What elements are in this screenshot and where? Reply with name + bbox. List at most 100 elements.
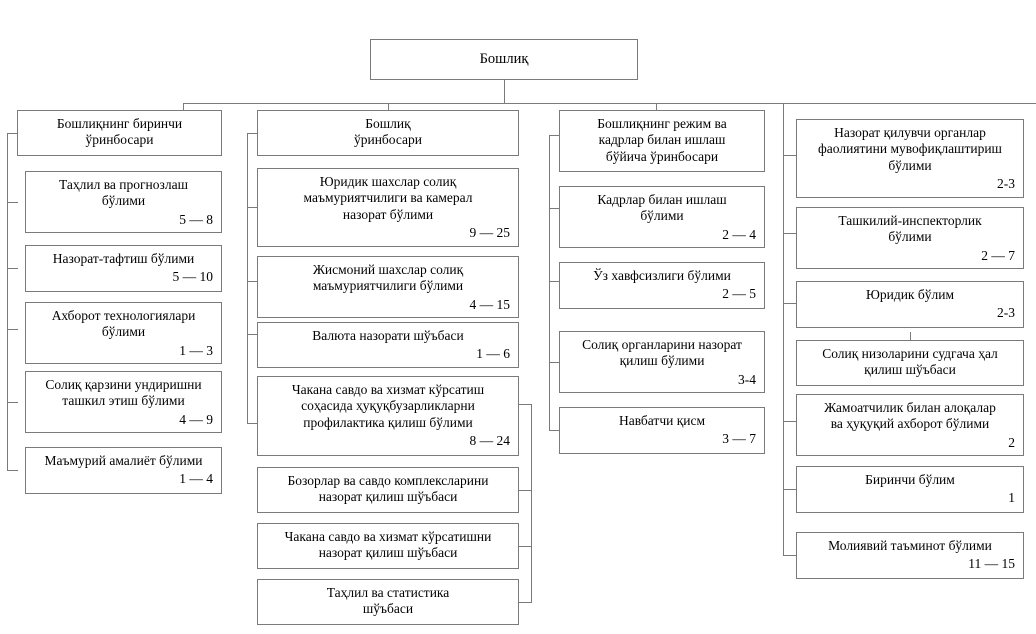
node-col2-item-6[interactable]: Таҳлил ва статистика шўъбаси — [257, 579, 519, 625]
node-col1-item-1[interactable]: Назорат-тафтиш бўлими 5 — 10 — [25, 245, 222, 292]
spine-column-3 — [549, 135, 550, 430]
node-code: 3 — 7 — [722, 431, 756, 447]
node-col3-item-3[interactable]: Навбатчи қисм 3 — 7 — [559, 407, 765, 454]
spine-tick-c1-0 — [7, 133, 18, 134]
node-code: 2 — 5 — [722, 286, 756, 302]
node-label: Бошлиқ ўринбосари — [353, 116, 423, 148]
node-label: Юридик шахслар солиқ маъмуриятчилиги ва … — [303, 174, 473, 222]
node-col4-item-6[interactable]: Молиявий таъминот бўлими 11 — 15 — [796, 532, 1024, 579]
node-col3-item-1[interactable]: Ўз хавфсизлиги бўлими 2 — 5 — [559, 262, 765, 309]
node-col4-item-0[interactable]: Назорат қилувчи органлар фаолиятини муво… — [796, 119, 1024, 198]
node-label: Таҳлил ва статистика шўъбаси — [326, 585, 450, 617]
node-code: 1 — 4 — [179, 471, 213, 487]
spine-tick-c1-4 — [7, 402, 18, 403]
node-label: Бошлиқнинг биринчи ўринбосари — [56, 116, 183, 148]
node-col4-item-1[interactable]: Ташкилий-инспекторлик бўлими 2 — 7 — [796, 207, 1024, 269]
node-label: Бошлиқнинг режим ва кадрлар билан ишлаш … — [597, 116, 727, 164]
node-code: 2 — 7 — [981, 247, 1015, 263]
node-col2-item-3[interactable]: Чакана савдо ва хизмат кўрсатиш соҳасида… — [257, 376, 519, 456]
node-root-label: Бошлиқ — [479, 51, 529, 67]
spine-tick-c2r-3 — [519, 602, 532, 603]
node-code: 4 — 9 — [179, 411, 213, 427]
connector-drop-col2 — [388, 103, 389, 112]
spine-tick-c2-4 — [247, 423, 258, 424]
spine-tick-c3-3 — [549, 362, 560, 363]
connector-drop-col1 — [183, 103, 184, 112]
node-col1-head[interactable]: Бошлиқнинг биринчи ўринбосари — [17, 110, 222, 156]
node-label: Кадрлар билан ишлаш бўлими — [597, 192, 727, 224]
node-code: 1 — 6 — [476, 346, 510, 362]
spine-tick-c2-0 — [247, 133, 258, 134]
node-col2-item-2[interactable]: Валюта назорати шўъбаси 1 — 6 — [257, 322, 519, 368]
node-col4-item-2[interactable]: Юридик бўлим 2-3 — [796, 281, 1024, 328]
spine-tick-c2r-1 — [519, 490, 532, 491]
node-col1-item-0[interactable]: Таҳлил ва прогнозлаш бўлими 5 — 8 — [25, 171, 222, 233]
node-label: Юридик бўлим — [865, 287, 954, 302]
node-col2-item-1[interactable]: Жисмоний шахслар солиқ маъмуриятчилиги б… — [257, 256, 519, 318]
node-label: Биринчи бўлим — [865, 472, 955, 487]
node-col1-item-3[interactable]: Солиқ қарзини ундиришни ташкил этиш бўли… — [25, 371, 222, 433]
spine-column-2 — [247, 133, 248, 423]
node-label: Солиқ органларини назорат қилиш бўлими — [582, 337, 742, 369]
spine-tick-c3-0 — [549, 135, 560, 136]
node-label: Назорат-тафтиш бўлими — [52, 251, 195, 266]
node-code: 2 — 4 — [722, 226, 756, 242]
node-code: 3-4 — [738, 371, 756, 387]
node-col1-item-2[interactable]: Ахборот технологиялари бўлими 1 — 3 — [25, 302, 222, 364]
node-label: Назорат қилувчи органлар фаолиятини муво… — [818, 125, 1002, 173]
node-col2-head[interactable]: Бошлиқ ўринбосари — [257, 110, 519, 156]
node-label: Таҳлил ва прогнозлаш бўлими — [59, 177, 188, 209]
spine-tick-c1-1 — [7, 202, 18, 203]
node-label: Жисмоний шахслар солиқ маъмуриятчилиги б… — [312, 262, 464, 294]
node-col2-item-0[interactable]: Юридик шахслар солиқ маъмуриятчилиги ва … — [257, 168, 519, 247]
node-label: Валюта назорати шўъбаси — [312, 328, 464, 343]
node-col4-item-4[interactable]: Жамоатчилик билан алоқалар ва ҳуқуқий ах… — [796, 394, 1024, 456]
node-label: Ташкилий-инспекторлик бўлими — [838, 213, 982, 245]
node-code: 11 — 15 — [968, 556, 1015, 572]
spine-tick-c3-4 — [549, 430, 560, 431]
spine-tick-c4-3 — [783, 421, 797, 422]
spine-tick-c2-1 — [247, 207, 258, 208]
connector-top-bus-main — [183, 103, 1036, 104]
node-col3-item-2[interactable]: Солиқ органларини назорат қилиш бўлими 3… — [559, 331, 765, 393]
node-label: Чакана савдо ва хизмат кўрсатиш соҳасида… — [291, 382, 485, 430]
node-col4-item-3[interactable]: Солиқ низоларини судгача ҳал қилиш шўъба… — [796, 340, 1024, 386]
node-label: Маъмурий амалиёт бўлими — [44, 453, 203, 468]
node-col3-head[interactable]: Бошлиқнинг режим ва кадрлар билан ишлаш … — [559, 110, 765, 172]
connector-drop-col3 — [656, 103, 657, 112]
spine-tick-c2r-2 — [519, 546, 532, 547]
node-label: Навбатчи қисм — [618, 413, 706, 428]
node-col1-item-4[interactable]: Маъмурий амалиёт бўлими 1 — 4 — [25, 447, 222, 494]
node-code: 4 — 15 — [469, 296, 511, 312]
node-label: Жамоатчилик билан алоқалар ва ҳуқуқий ах… — [824, 400, 996, 432]
spine-tick-c4-5 — [783, 555, 797, 556]
node-code: 8 — 24 — [469, 433, 511, 449]
connector-c4-sub-legal — [910, 332, 911, 340]
node-label: Молиявий таъминот бўлими — [828, 538, 992, 553]
spine-tick-c1-5 — [7, 470, 18, 471]
node-code: 2-3 — [997, 305, 1015, 321]
node-col4-item-5[interactable]: Биринчи бўлим 1 — [796, 466, 1024, 513]
node-root[interactable]: Бошлиқ — [370, 39, 638, 80]
connector-root-stem — [504, 79, 505, 103]
node-col2-item-5[interactable]: Чакана савдо ва хизмат кўрсатишни назора… — [257, 523, 519, 569]
spine-tick-c4-1 — [783, 233, 797, 234]
node-label: Бозорлар ва савдо комплексларини назорат… — [287, 473, 489, 505]
node-code: 1 — [1008, 490, 1015, 506]
node-label: Чакана савдо ва хизмат кўрсатишни назора… — [284, 529, 492, 561]
node-label: Ахборот технологиялари бўлими — [51, 308, 196, 340]
node-col2-item-4[interactable]: Бозорлар ва савдо комплексларини назорат… — [257, 467, 519, 513]
spine-tick-c4-4 — [783, 489, 797, 490]
spine-column-4 — [783, 103, 784, 555]
node-code: 1 — 3 — [179, 342, 213, 358]
node-label: Солиқ қарзини ундиришни ташкил этиш бўли… — [45, 377, 202, 409]
spine-tick-c2-2 — [247, 281, 258, 282]
node-col3-item-0[interactable]: Кадрлар билан ишлаш бўлими 2 — 4 — [559, 186, 765, 248]
node-code: 5 — 10 — [172, 269, 214, 285]
spine-column-2-lower — [531, 404, 532, 602]
spine-tick-c2r-0 — [519, 404, 532, 405]
spine-tick-c3-1 — [549, 208, 560, 209]
node-label: Солиқ низоларини судгача ҳал қилиш шўъба… — [822, 346, 998, 378]
spine-tick-c1-2 — [7, 268, 18, 269]
